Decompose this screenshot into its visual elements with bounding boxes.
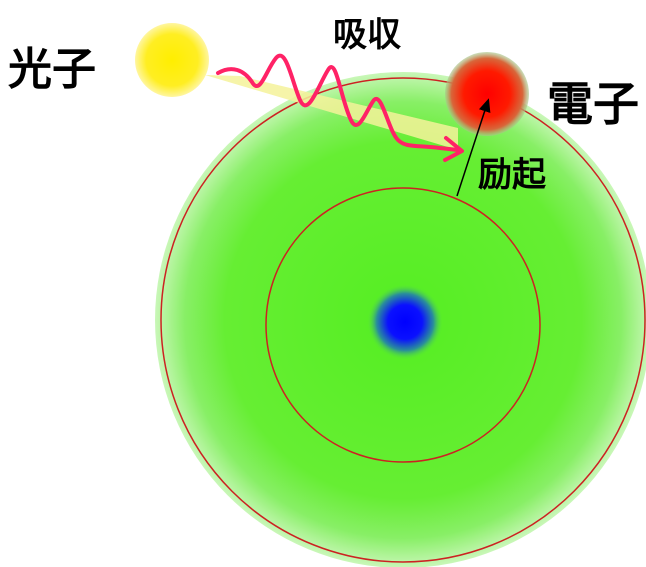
nucleus	[367, 284, 443, 360]
arrow-up-icon	[456, 98, 491, 197]
electron	[445, 52, 529, 136]
inner-orbit	[265, 187, 541, 463]
photon	[135, 23, 209, 97]
wavy-line-arrow-icon	[216, 53, 464, 162]
excitation-label: 励起	[478, 155, 547, 195]
photon-label: 光子	[8, 44, 96, 95]
absorption-label: 吸収	[333, 15, 401, 55]
outer-orbit	[160, 77, 646, 563]
electron-label: 電子	[547, 77, 639, 131]
